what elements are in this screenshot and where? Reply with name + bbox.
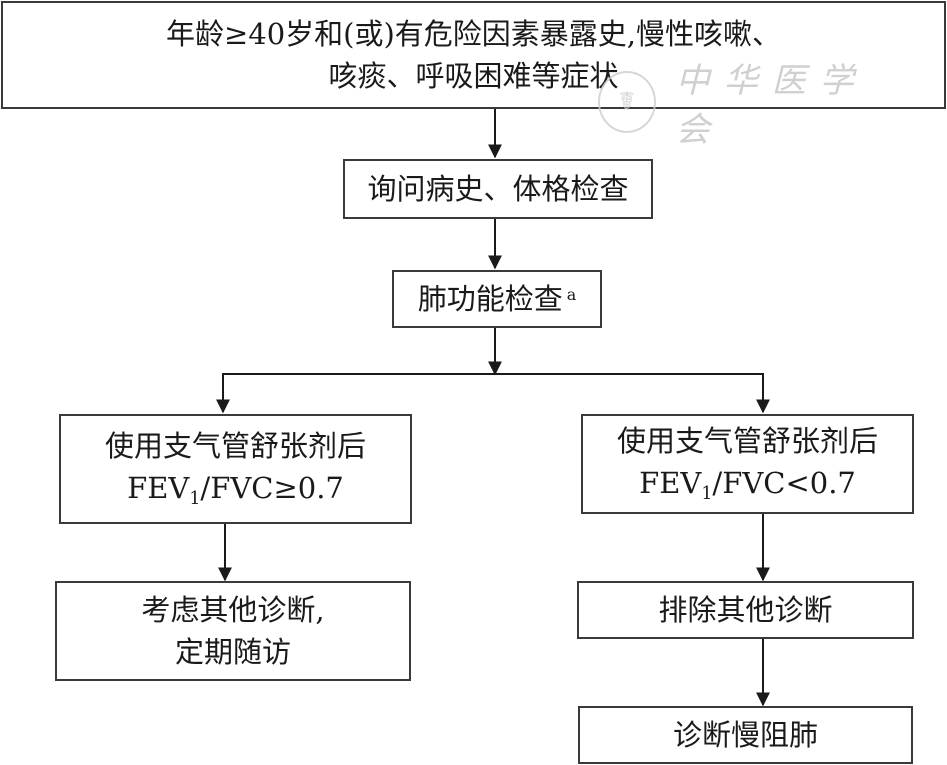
start-node-line2: 咳痰、呼吸困难等症状 bbox=[328, 59, 619, 93]
diagnosis-node-text: 诊断慢阻肺 bbox=[672, 717, 818, 752]
left-branch-ratio: FEV1/FVC≥0.7 bbox=[127, 471, 344, 510]
history-node: 询问病史、体格检查 bbox=[343, 159, 653, 219]
exclude-node: 排除其他诊断 bbox=[577, 581, 914, 639]
exclude-node-text: 排除其他诊断 bbox=[658, 592, 833, 627]
left-branch-line1: 使用支气管舒张剂后 bbox=[104, 429, 366, 464]
left-outcome-line1: 考虑其他诊断, bbox=[141, 592, 325, 627]
right-branch-line1: 使用支气管舒张剂后 bbox=[616, 424, 878, 459]
right-branch-ratio: FEV1/FVC<0.7 bbox=[639, 466, 856, 505]
left-branch-node: 使用支气管舒张剂后 FEV1/FVC≥0.7 bbox=[59, 414, 412, 524]
history-node-text: 询问病史、体格检查 bbox=[367, 171, 629, 206]
diagnosis-node: 诊断慢阻肺 bbox=[578, 706, 913, 764]
start-node: 年龄≥40岁和(或)有危险因素暴露史,慢性咳嗽、 咳痰、呼吸困难等症状 bbox=[1, 1, 946, 109]
left-outcome-node: 考虑其他诊断, 定期随访 bbox=[55, 581, 411, 681]
start-node-line1: 年龄≥40岁和(或)有危险因素暴露史,慢性咳嗽、 bbox=[165, 16, 782, 51]
left-outcome-line2: 定期随访 bbox=[174, 635, 291, 669]
pft-footnote-marker: a bbox=[566, 285, 577, 305]
pft-node-text: 肺功能检查 bbox=[417, 281, 563, 316]
right-branch-node: 使用支气管舒张剂后 FEV1/FVC<0.7 bbox=[581, 414, 914, 514]
